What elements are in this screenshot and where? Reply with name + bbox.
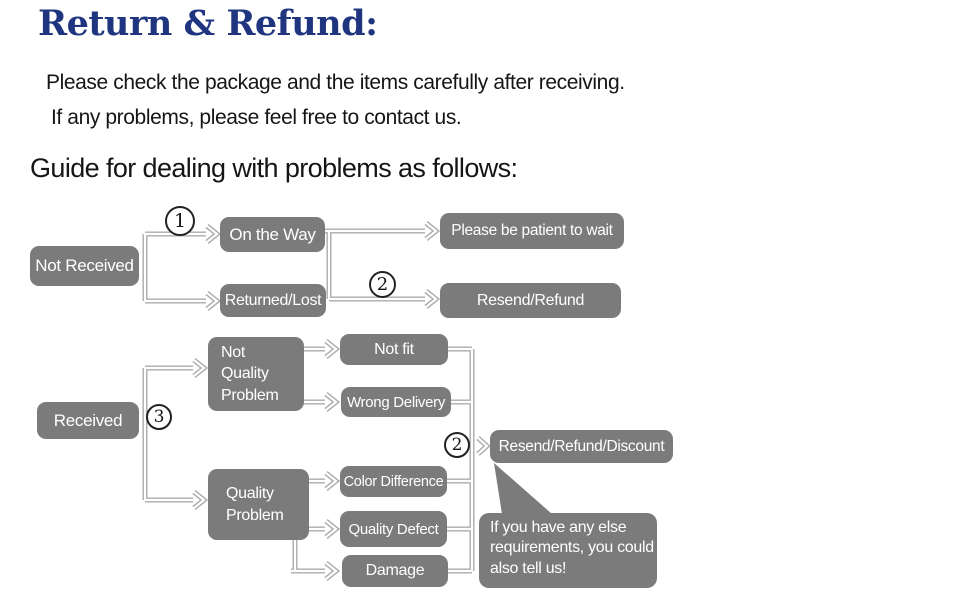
note-speech-bubble: If you have any else requirements, you c…: [479, 513, 657, 588]
step-marker-3: 3: [146, 404, 172, 430]
node-resend-refund: Resend/Refund: [440, 283, 621, 318]
node-not-quality-problem: Not Quality Problem: [208, 337, 304, 411]
node-damage: Damage: [342, 555, 448, 587]
step-marker-1: 1: [165, 206, 195, 236]
step-marker-2-bottom: 2: [444, 432, 470, 458]
node-on-the-way: On the Way: [220, 217, 325, 252]
node-not-received: Not Received: [30, 246, 139, 286]
node-color-difference: Color Difference: [340, 466, 447, 497]
node-resend-refund-discount: Resend/Refund/Discount: [490, 430, 673, 463]
intro-line-2: If any problems, please feel free to con…: [51, 106, 462, 129]
intro-line-1: Please check the package and the items c…: [46, 71, 625, 94]
node-not-fit: Not fit: [340, 334, 448, 365]
node-returned-lost: Returned/Lost: [220, 284, 326, 317]
node-quality-problem: Quality Problem: [208, 469, 309, 540]
bubble-tail: [494, 463, 552, 514]
node-quality-defect: Quality Defect: [340, 511, 447, 547]
guide-heading: Guide for dealing with problems as follo…: [30, 153, 518, 183]
node-received: Received: [37, 402, 139, 439]
node-wrong-delivery: Wrong Delivery: [341, 387, 451, 417]
node-please-be-patient: Please be patient to wait: [440, 213, 624, 249]
step-marker-2-top: 2: [369, 271, 396, 298]
page-title: Return & Refund:: [38, 3, 378, 44]
